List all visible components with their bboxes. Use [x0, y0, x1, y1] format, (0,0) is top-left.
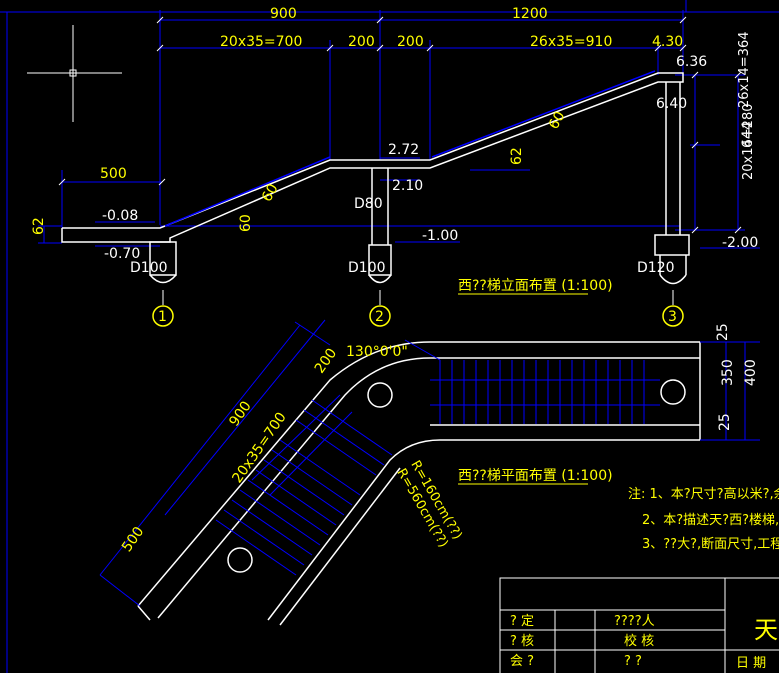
plan-angle: 130°0'0" — [346, 344, 408, 360]
notes: 注: 1、本?尺寸?高以米?,余均 2、本?描述天?西?楼梯,?? 3、??大?… — [628, 486, 779, 552]
axis-label-1: 1 — [158, 309, 167, 325]
level-ground-right: -2.00 — [722, 235, 758, 251]
level-left-top: -0.08 — [102, 208, 138, 224]
level-ground-mid: -1.00 — [422, 228, 458, 244]
dim-62-left: 62 — [31, 217, 47, 235]
dim-700: 20x35=700 — [220, 34, 302, 50]
dim-910: 26x35=910 — [530, 34, 612, 50]
level-mid-top: 2.72 — [388, 142, 419, 158]
plan-dim-900: 900 — [226, 398, 254, 429]
slope-label-2: 60 — [546, 109, 569, 132]
pier-label-3: D120 — [637, 260, 675, 276]
right-dim-644: 644 — [740, 121, 756, 148]
slope-label-1: 60 — [259, 181, 282, 204]
tb-date: 日 期 — [736, 656, 766, 671]
dim-200-b: 200 — [397, 34, 424, 50]
dim-430: 4.30 — [652, 34, 683, 50]
elevation-dimensions — [38, 10, 760, 249]
level-right-bot: 6.40 — [656, 96, 687, 112]
dim-500-elev: 500 — [100, 166, 127, 182]
plan-dimensions — [99, 319, 760, 607]
elevation-title: 西??梯立面布置 (1:100) — [458, 278, 613, 294]
crosshair-cursor-icon — [27, 25, 122, 122]
right-dim-364: 26x14=364 — [737, 32, 752, 108]
plan-dim-25a: 25 — [715, 323, 731, 341]
plan-dim-25b: 25 — [717, 413, 733, 431]
tb-r1c1: ? 定 — [510, 614, 534, 629]
tb-r2c2: 校 核 — [624, 633, 654, 649]
plan-treads — [215, 360, 660, 576]
dim-60: 60 — [238, 214, 254, 232]
note-line-1: 注: 1、本?尺寸?高以米?,余均 — [628, 486, 779, 502]
level-right-top: 6.36 — [676, 54, 707, 70]
axis-bubbles — [152, 305, 684, 327]
pier-label-1: D100 — [130, 260, 168, 276]
tb-r2c1: ? 核 — [510, 634, 534, 649]
tb-r3c1: 会 ? — [510, 654, 534, 669]
pier-label-2: D100 — [348, 260, 386, 276]
plan-dim-200: 200 — [312, 346, 340, 377]
plan-title: 西??梯平面布置 (1:100) — [458, 468, 613, 484]
dim-900: 900 — [270, 6, 297, 22]
plan-dim-350: 350 — [720, 359, 736, 386]
plan-piers — [227, 379, 686, 573]
title-block — [499, 577, 779, 673]
level-mid-bot: 2.10 — [392, 178, 423, 194]
elevation-structure — [61, 70, 690, 305]
dim-1200: 1200 — [512, 6, 548, 22]
axis-label-3: 3 — [668, 309, 677, 325]
elevation-labels: 900 1200 20x35=700 200 200 26x35=910 4.3… — [31, 6, 758, 325]
right-dim-280: 20x14=280 — [741, 104, 756, 180]
axis-label-2: 2 — [375, 309, 384, 325]
tb-r3c2: ? ? — [624, 654, 642, 669]
plan-structure — [137, 341, 701, 626]
title-block-labels: ? 定 ????人 ? 核 校 核 会 ? ? ? 日 期 天 — [510, 614, 778, 671]
plan-dim-500: 500 — [119, 524, 147, 555]
tb-r1c2: ????人 — [614, 614, 655, 629]
dim-200-a: 200 — [348, 34, 375, 50]
level-left-bot: -0.70 — [104, 246, 140, 262]
tb-big-title: 天 — [754, 616, 778, 644]
dim-62-mid: 62 — [509, 147, 525, 165]
plan-dim-400: 400 — [743, 359, 759, 386]
note-line-2: 2、本?描述天?西?楼梯,?? — [642, 513, 779, 528]
pier-d80-label: D80 — [354, 196, 383, 212]
note-line-3: 3、??大?,断面尺寸,工程数量 — [642, 537, 779, 552]
